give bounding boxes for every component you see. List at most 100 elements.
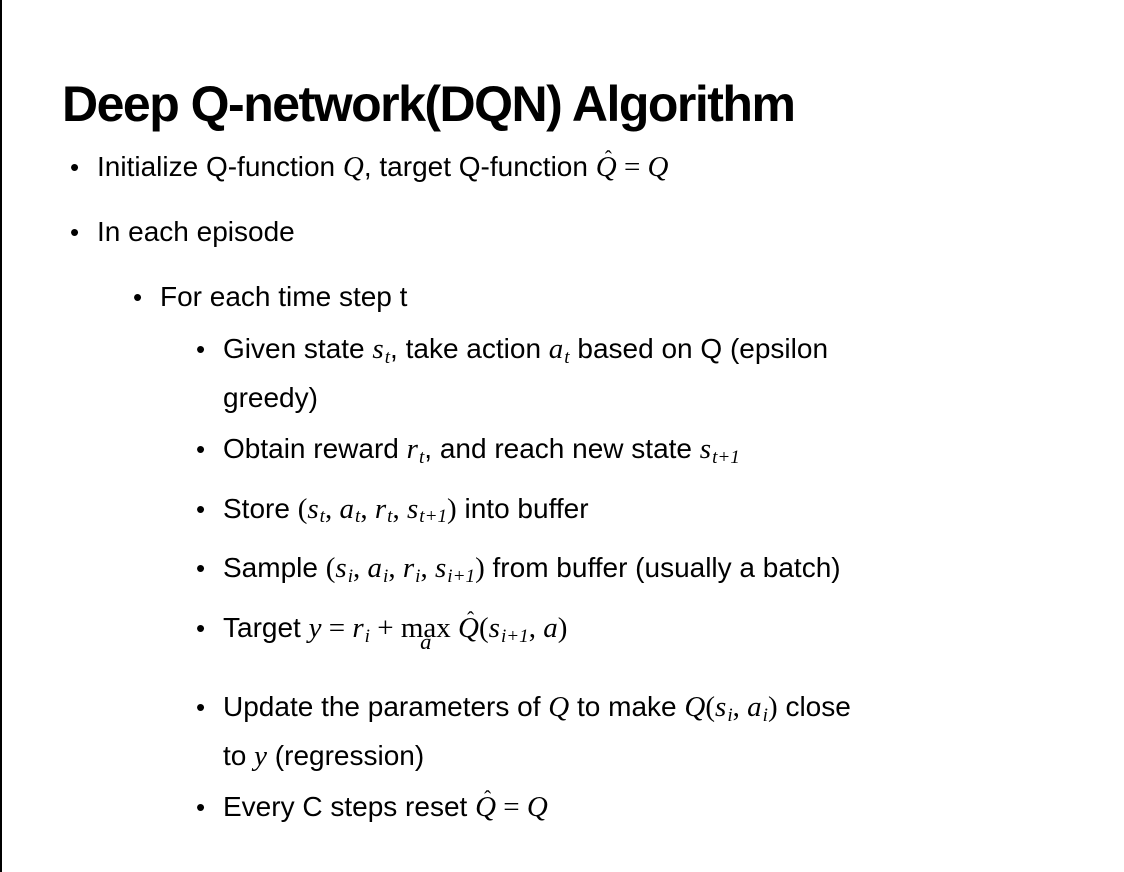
bullet-text: Sample (si, ai, ri, si+1) from buffer (u… (223, 548, 841, 597)
text-segment: Given state (223, 333, 373, 364)
math-variable: a (548, 333, 564, 365)
bullet-item: •Store (st, at, rt, st+1) into buffer (0, 489, 1124, 538)
math-variable: Q (595, 151, 617, 183)
math-subscript: t (387, 506, 393, 528)
bullet-text: Initialize Q-function Q, target Q-functi… (97, 146, 669, 187)
math-operator: , (392, 492, 407, 525)
bullet-marker: • (133, 282, 143, 312)
math-variable: r (374, 492, 387, 525)
math-variable: s (434, 552, 447, 585)
bullet-marker: • (196, 691, 206, 722)
bullet-text: Store (st, at, rt, st+1) into buffer (223, 489, 589, 538)
bullet-item: •Sample (si, ai, ri, si+1) from buffer (… (0, 548, 1124, 597)
math-variable: r (402, 552, 415, 585)
math-variable: Q (458, 612, 479, 645)
math-subscript: t+1 (419, 506, 448, 528)
bullet-marker: • (196, 433, 206, 464)
math-operator: , (528, 612, 544, 645)
math-variable: s (699, 432, 712, 465)
bullet-item: • Initialize Q-function Q, target Q-funct… (0, 146, 1124, 187)
math-variable-with-subscript: si+1 (434, 552, 476, 588)
math-subscript: i+1 (500, 625, 529, 647)
math-variable: Q (526, 790, 548, 823)
math-variable: Q (342, 151, 364, 183)
slide-edge-line (0, 0, 2, 872)
math-variable: a (339, 492, 355, 525)
text-segment: to make (569, 690, 685, 722)
math-variable: a (543, 612, 558, 645)
math-subscript: i (364, 625, 370, 647)
text-segment: close (777, 690, 851, 722)
text-segment: Obtain reward (223, 432, 407, 464)
math-variable: s (372, 333, 384, 365)
math-variable: Q (475, 790, 497, 823)
math-operator: , (388, 552, 403, 585)
math-variable: r (406, 432, 418, 465)
math-variable-with-subscript: si (715, 690, 733, 726)
math-variable-with-subscript: ri (352, 612, 370, 647)
math-variable-with-subscript: rt (406, 432, 425, 468)
math-subscript: i (762, 704, 768, 726)
math-variable: s (488, 612, 500, 645)
math-variable: Q (548, 690, 570, 723)
math-variable: s (307, 492, 319, 525)
math-operator (451, 612, 458, 644)
math-variable-with-subscript: si+1 (488, 612, 529, 647)
text-segment: Target (223, 612, 309, 644)
math-subscript: t (564, 346, 570, 368)
math-operator: = (321, 612, 353, 645)
math-operator: , (360, 492, 375, 525)
math-operator: , (353, 552, 368, 585)
math-subscript: t+1 (712, 446, 740, 468)
bullet-text: In each episode (97, 212, 295, 252)
math-subscript: i+1 (447, 566, 476, 588)
math-variable-with-subscript: st (372, 333, 391, 368)
math-variable-with-subscript: st (307, 492, 325, 528)
text-segment: to (223, 739, 255, 771)
text-segment: Initialize Q-function (97, 151, 343, 182)
math-variable: s (406, 492, 419, 525)
bullet-list: •Initialize Q-function Q, target Q-funct… (0, 146, 1124, 838)
bullet-text: For each time step t (160, 277, 407, 317)
math-variable-with-subscript: rt (374, 492, 393, 528)
math-variable-with-subscript: at (339, 492, 361, 528)
text-segment: (regression) (267, 739, 425, 771)
bullet-item: • For each time step t (0, 277, 1124, 317)
math-variable-with-subscript: st+1 (406, 492, 448, 528)
math-operator: ) (557, 612, 568, 645)
math-variable: y (308, 612, 322, 645)
bullet-item: •In each episode (0, 212, 1124, 252)
math-operator: + (369, 612, 401, 645)
operator-name: max (400, 612, 451, 645)
bullet-item: • Obtain reward rt, and reach new state s… (0, 429, 1124, 478)
operator-under-variable: a (420, 629, 432, 655)
hat-accent: ˆ (467, 607, 475, 632)
math-operator: ( (297, 492, 308, 525)
math-variable: Q (684, 690, 706, 723)
text-segment: Store (223, 492, 298, 524)
math-operator: ) (475, 552, 485, 585)
text-segment: For each time step t (160, 281, 408, 312)
math-subscript: t (384, 346, 391, 368)
math-variable: s (715, 690, 727, 723)
math-subscript: i (415, 566, 421, 588)
bullet-marker: • (70, 152, 80, 182)
text-segment: In each episode (97, 216, 295, 247)
math-variable-with-subscript: si (335, 552, 353, 587)
math-operator: ) (447, 492, 457, 525)
text-segment: from buffer (usually a batch) (484, 552, 841, 584)
math-subscript: t (319, 506, 325, 528)
math-variable: a (367, 552, 383, 585)
text-segment: , target Q-function (363, 151, 596, 182)
bullet-text: Update the parameters of Q to make Q(si,… (223, 687, 851, 776)
bullet-text: Obtain reward rt, and reach new state st… (223, 429, 740, 478)
math-subscript: i (727, 704, 733, 726)
math-operator: ( (705, 690, 716, 723)
